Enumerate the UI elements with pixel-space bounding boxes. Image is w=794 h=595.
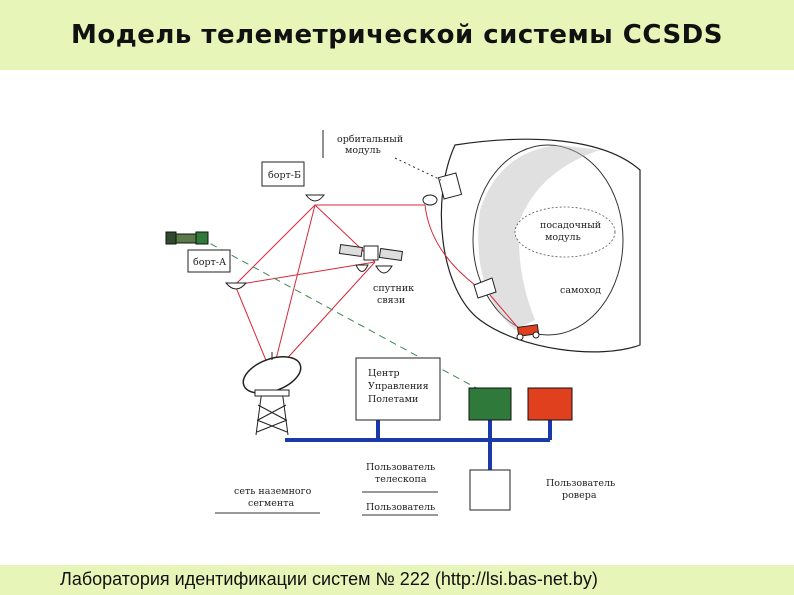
rover-station-box	[527, 387, 573, 421]
page-title: Модель телеметрической системы CCSDS	[71, 20, 723, 50]
label-rover-user: Пользователь	[546, 478, 615, 489]
label-mcc-2: Управления	[368, 381, 429, 392]
label-user: Пользователь	[366, 502, 435, 513]
board-b: борт-Б	[261, 161, 326, 202]
footer-bar: Лаборатория идентификации систем № 222 (…	[0, 565, 794, 595]
label-mcc: Центр	[368, 368, 400, 379]
telescope-station-box	[468, 387, 512, 421]
label-board-b: борт-Б	[268, 170, 301, 181]
footer-text: Лаборатория идентификации систем № 222 (…	[60, 569, 598, 589]
label-ground-net-2: сегмента	[248, 498, 295, 509]
comm-satellite: спутник связи	[338, 243, 414, 306]
label-comsat-2: связи	[377, 295, 405, 306]
orbital-module: орбитальный модуль	[322, 130, 463, 206]
rover-user: Пользователь ровера	[546, 478, 615, 501]
mission-control: Центр Управления Полетами	[355, 357, 441, 421]
label-lander: посадочный	[540, 220, 601, 231]
ground-network-label: сеть наземного сегмента	[215, 486, 320, 514]
label-board-a: борт-А	[193, 257, 227, 268]
label-lander-2: модуль	[545, 232, 581, 243]
rover: самоход	[473, 277, 601, 341]
ground-network	[285, 420, 552, 470]
label-telescope-user: Пользователь	[366, 462, 435, 473]
label-ground-net: сеть наземного	[234, 486, 312, 497]
ccsds-diagram: орбитальный модуль борт-Б борт-А посадоч…	[165, 130, 641, 516]
label-rover: самоход	[560, 285, 601, 296]
planet	[440, 138, 641, 353]
title-bar: Модель телеметрической системы CCSDS	[0, 0, 794, 70]
ground-antenna	[242, 352, 302, 436]
label-comsat: спутник	[373, 283, 414, 294]
label-orbital-module-2: модуль	[345, 145, 381, 156]
label-rover-user-2: ровера	[562, 490, 597, 501]
board-a: борт-А	[165, 231, 248, 290]
label-orbital-module: орбитальный	[337, 134, 403, 145]
telescope-user: Пользователь телескопа Пользователь	[362, 462, 511, 516]
label-mcc-3: Полетами	[368, 394, 418, 405]
label-telescope-user-2: телескопа	[375, 474, 427, 485]
